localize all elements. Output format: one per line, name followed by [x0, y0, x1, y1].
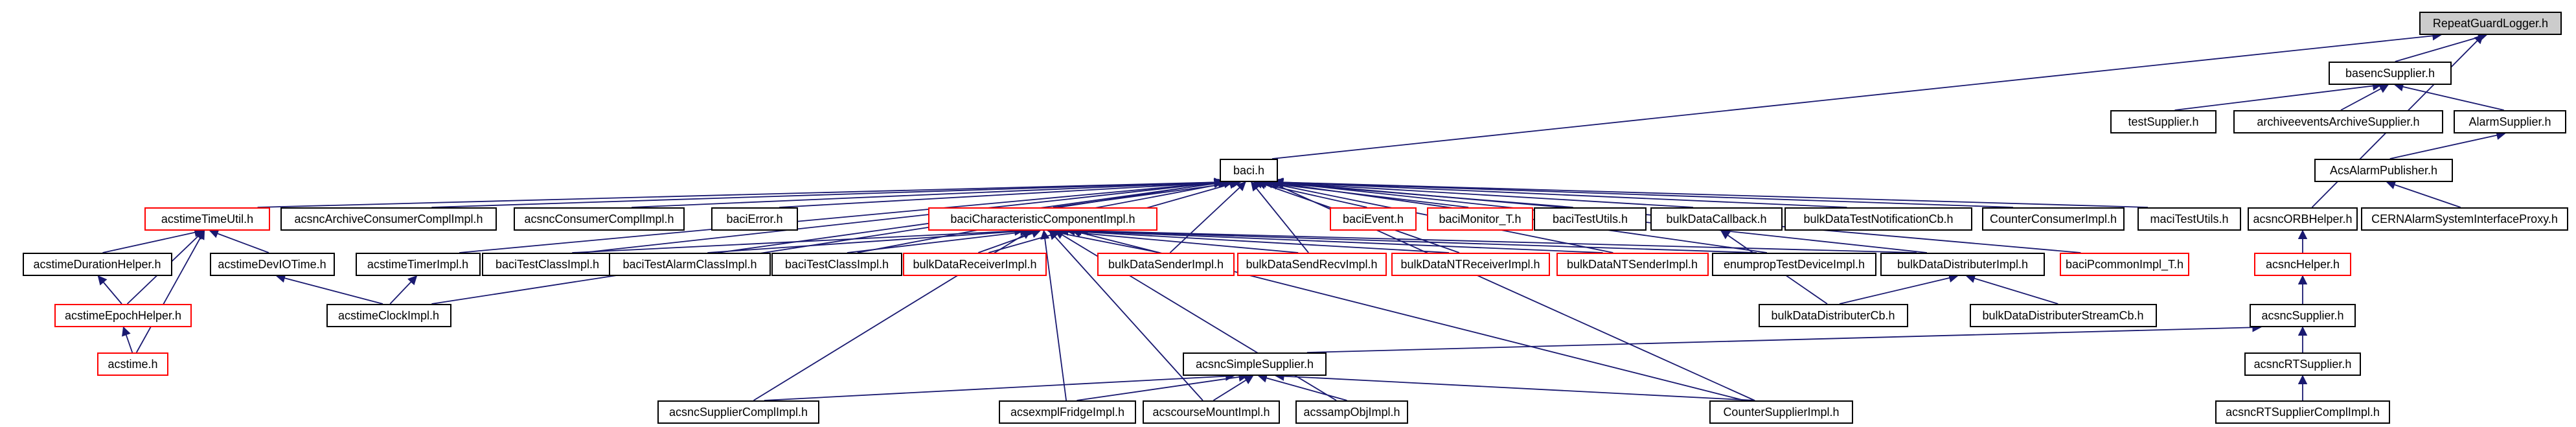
graph-edge-sampobj-simplesupplier [1257, 373, 1347, 401]
graph-node-timeutil[interactable]: acstimeTimeUtil.h [144, 207, 270, 231]
graph-node-fridge[interactable]: acsexmplFridgeImpl.h [999, 400, 1136, 424]
graph-node-basenc[interactable]: basencSupplier.h [2329, 62, 2452, 85]
graph-edge-epochhelper-durationhelper [97, 275, 122, 305]
graph-edge-ncconsumer-baci [632, 178, 1224, 208]
graph-edge-suppliercompl-simplesupplier [764, 371, 1235, 401]
graph-node-acsalarmpub[interactable]: AcsAlarmPublisher.h [2314, 159, 2453, 182]
graph-edge-macitestutils-baci [1274, 178, 2149, 208]
graph-edge-timeutil-baci [257, 178, 1224, 208]
graph-edge-testalarmclass-bacichar [707, 226, 1030, 253]
graph-node-alarmsup[interactable]: AlarmSupplier.h [2454, 110, 2566, 133]
graph-edge-bdtestnotif-baci [1273, 178, 1847, 208]
graph-node-rgl: RepeatGuardLogger.h [2419, 12, 2562, 35]
graph-node-baci[interactable]: baci.h [1220, 159, 1278, 182]
graph-node-bacimonitor[interactable]: baciMonitor_T.h [1427, 207, 1533, 231]
graph-node-simplesupplier[interactable]: acsncSimpleSupplier.h [1183, 352, 1327, 376]
graph-node-rtsuppliercompl[interactable]: acsncRTSupplierComplImpl.h [2215, 400, 2390, 424]
graph-edge-acstime-timeutil [135, 229, 205, 353]
graph-edge-bdsendrecv-bacichar [1053, 226, 1299, 253]
graph-node-bacitestutils[interactable]: baciTestUtils.h [1534, 207, 1647, 231]
graph-node-mount[interactable]: acscourseMountImpl.h [1143, 400, 1280, 424]
graph-node-nchelper[interactable]: acsncHelper.h [2254, 253, 2351, 276]
graph-edge-acsalarmpub-alarmsup [2389, 130, 2506, 159]
graph-node-bddiststreamcb[interactable]: bulkDataDistributerStreamCb.h [1969, 304, 2157, 327]
graph-node-bacierror[interactable]: baciError.h [711, 207, 798, 231]
graph-node-clockimpl[interactable]: acstimeClockImpl.h [326, 304, 451, 327]
graph-node-testsup[interactable]: testSupplier.h [2110, 110, 2217, 133]
graph-node-testalarmclass[interactable]: baciTestAlarmClassImpl.h [609, 253, 771, 276]
graph-edge-baci-rgl [1271, 31, 2442, 159]
graph-node-pcommon[interactable]: baciPcommonImpl_T.h [2060, 253, 2189, 276]
graph-node-cernproxy[interactable]: CERNAlarmSystemInterfaceProxy.h [2361, 207, 2568, 231]
graph-node-bdreceiver[interactable]: bulkDataReceiverImpl.h [903, 253, 1047, 276]
graph-node-epochhelper[interactable]: acstimeEpochHelper.h [54, 304, 192, 327]
graph-edge-testsup-basenc [2174, 81, 2382, 111]
graph-edge-deviotime-timeutil [209, 229, 269, 253]
graph-node-archsup[interactable]: archiveeventsArchiveSupplier.h [2233, 110, 2443, 133]
graph-edge-bddistributer-bacichar [1078, 226, 1917, 253]
graph-node-enumprop[interactable]: enumpropTestDeviceImpl.h [1712, 253, 1876, 276]
graph-edge-basenc-rgl [2395, 32, 2488, 62]
graph-edge-testclass1-bacichar [572, 226, 1024, 253]
graph-edge-bdntsender-bacichar [1065, 226, 1603, 253]
graph-node-bdtestnotif[interactable]: bulkDataTestNotificationCb.h [1784, 207, 1972, 231]
graph-edge-bdntreceiver-bacichar [1058, 226, 1450, 253]
graph-node-ncconsumer[interactable]: acsncConsumerComplImpl.h [514, 207, 685, 231]
graph-edge-bdcallback-baci [1266, 178, 1693, 208]
graph-node-orbhelper[interactable]: acsncORBHelper.h [2248, 207, 2358, 231]
graph-edge-clockimpl-timerimpl [389, 275, 418, 305]
graph-edge-acstime-epochhelper [122, 326, 133, 353]
graph-node-bddistributer[interactable]: bulkDataDistributerImpl.h [1880, 253, 2045, 276]
graph-edge-simplesupplier-ncsupplier [1306, 323, 2262, 353]
graph-node-durationhelper[interactable]: acstimeDurationHelper.h [22, 253, 172, 276]
graph-node-testclass1[interactable]: baciTestClassImpl.h [482, 253, 613, 276]
graph-node-bacichar[interactable]: baciCharacteristicComponentImpl.h [928, 207, 1157, 231]
graph-node-bddistcb[interactable]: bulkDataDistributerCb.h [1758, 304, 1908, 327]
graph-node-testclass2[interactable]: baciTestClassImpl.h [771, 253, 902, 276]
graph-edge-clockimpl-deviotime [275, 273, 383, 305]
graph-node-rtsupplier[interactable]: acsncRTSupplier.h [2244, 352, 2361, 376]
graph-node-ncarchive[interactable]: acsncArchiveConsumerComplImpl.h [280, 207, 497, 231]
graph-node-macitestutils[interactable]: maciTestUtils.h [2137, 207, 2241, 231]
graph-node-bdsendrecv[interactable]: bulkDataSendRecvImpl.h [1237, 253, 1387, 276]
graph-edge-bddiststreamcb-bddistributer [1965, 273, 2058, 305]
graph-node-bacievent[interactable]: baciEvent.h [1330, 207, 1417, 231]
graph-node-bdntsender[interactable]: bulkDataNTSenderImpl.h [1556, 253, 1709, 276]
graph-edge-bdsendrecv-baci [1250, 181, 1309, 253]
graph-edge-mount-bacichar [1049, 229, 1203, 401]
graph-node-counterconsumer[interactable]: CounterConsumerImpl.h [1982, 207, 2125, 231]
graph-node-bdsender[interactable]: bulkDataSenderImpl.h [1097, 253, 1235, 276]
graph-node-bdntreceiver[interactable]: bulkDataNTReceiverImpl.h [1391, 253, 1550, 276]
graph-edge-alarmsup-basenc [2393, 82, 2504, 111]
graph-node-deviotime[interactable]: acstimeDevIOTime.h [209, 253, 335, 276]
graph-node-timerimpl[interactable]: acstimeTimerImpl.h [355, 253, 481, 276]
graph-node-countersupplier[interactable]: CounterSupplierImpl.h [1709, 400, 1853, 424]
graph-edge-bacierror-baci [779, 178, 1230, 208]
graph-edge-timerimpl-baci [459, 178, 1224, 253]
graph-node-suppliercompl[interactable]: acsncSupplierComplImpl.h [657, 400, 819, 424]
graph-edge-ncarchive-baci [431, 178, 1224, 208]
graph-edge-testclass2-bacichar [847, 227, 1036, 253]
graph-node-bdcallback[interactable]: bulkDataCallback.h [1650, 207, 1783, 231]
graph-edge-countersupplier-simplesupplier [1275, 371, 1755, 401]
graph-edge-fridge-bacichar [1040, 229, 1067, 401]
graph-edge-fridge-simplesupplier [1077, 372, 1248, 401]
graph-node-ncsupplier[interactable]: acsncSupplier.h [2250, 304, 2356, 327]
graph-node-acstime[interactable]: acstime.h [97, 352, 168, 376]
graph-node-sampobj[interactable]: acssampObjImpl.h [1295, 400, 1408, 424]
graph-edge-mount-simplesupplier [1213, 375, 1254, 401]
graph-edge-clockimpl-baci [431, 178, 1224, 305]
graph-edge-bddistcb-bddistributer [1839, 273, 1959, 305]
graph-edge-enumprop-bacichar [1071, 226, 1757, 253]
graph-edge-testclass1-baci [582, 178, 1224, 253]
graph-edge-bdsender-baci [1169, 181, 1246, 253]
graph-edge-cernproxy-acsalarmpub [2386, 180, 2461, 208]
graph-edge-counterconsumer-baci [1274, 178, 2013, 208]
graph-edge-archsup-basenc [2340, 84, 2389, 111]
graph-edge-durationhelper-timeutil [102, 227, 204, 253]
